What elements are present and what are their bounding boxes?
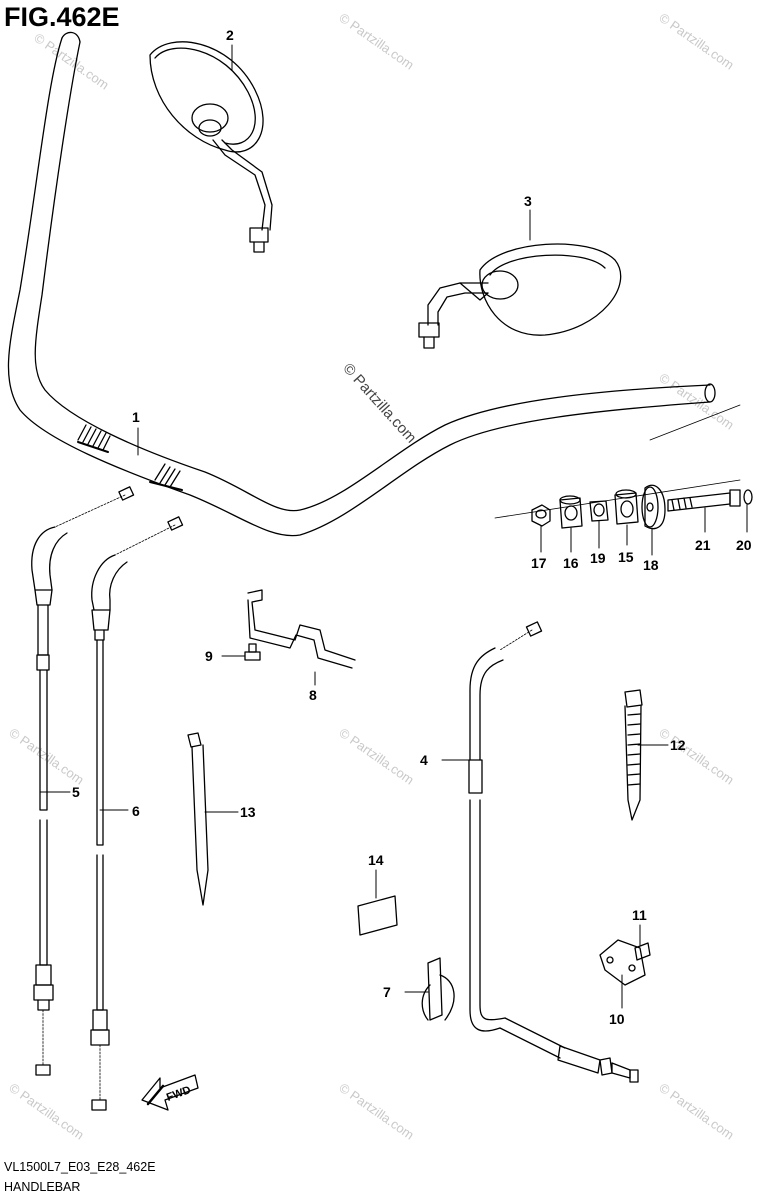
- mirror-left-part[interactable]: [149, 41, 273, 253]
- cable-tie-part-12[interactable]: [624, 689, 643, 821]
- leader-lines: [39, 44, 748, 1009]
- bracket-part-10[interactable]: [599, 939, 646, 986]
- washer-part-20[interactable]: [743, 489, 753, 505]
- bolt-part-21[interactable]: [667, 489, 741, 512]
- callout-5: 5: [72, 784, 80, 800]
- bolt-part-11[interactable]: [634, 942, 651, 961]
- nut-part-17[interactable]: [531, 504, 551, 527]
- callout-16: 16: [563, 555, 579, 571]
- section-name: HANDLEBAR: [4, 1180, 81, 1194]
- callout-2: 2: [226, 27, 234, 43]
- callout-14: 14: [368, 852, 384, 868]
- callout-15: 15: [618, 549, 634, 565]
- end-weight-axis: [494, 404, 741, 519]
- figure-title: FIG.462E: [4, 2, 120, 32]
- mirror-right-part[interactable]: [418, 243, 622, 349]
- callout-21: 21: [695, 537, 711, 553]
- callouts: 1 2 3 4 5 6 7 8 9 10 11 12 13 14 15 16 1…: [72, 27, 752, 1027]
- callout-4: 4: [420, 752, 428, 768]
- throttle-cable-part-6[interactable]: [90, 516, 184, 1111]
- clutch-cable-part-4[interactable]: [468, 621, 639, 1083]
- callout-8: 8: [309, 687, 317, 703]
- callout-11: 11: [632, 907, 647, 923]
- callout-3: 3: [524, 193, 532, 209]
- callout-9: 9: [205, 648, 213, 664]
- callout-1: 1: [132, 409, 140, 425]
- collar-part-16[interactable]: [559, 495, 583, 529]
- callout-20: 20: [736, 537, 752, 553]
- callout-6: 6: [132, 803, 140, 819]
- cable-guide-part-8[interactable]: [247, 589, 356, 669]
- throttle-cable-part-5[interactable]: [31, 486, 135, 1076]
- callout-19: 19: [590, 550, 606, 566]
- callout-17: 17: [531, 555, 547, 571]
- callout-13: 13: [240, 804, 256, 820]
- callout-7: 7: [383, 984, 391, 1000]
- fwd-arrow-icon: [141, 1074, 199, 1111]
- callout-12: 12: [670, 737, 686, 753]
- handlebar-part[interactable]: [7, 31, 716, 537]
- cable-tie-part-13[interactable]: [187, 732, 209, 906]
- washer-part-19[interactable]: [589, 500, 609, 522]
- balancer-part-18[interactable]: [641, 484, 666, 530]
- callout-18: 18: [643, 557, 659, 573]
- cushion-part-15[interactable]: [614, 489, 639, 525]
- callout-10: 10: [609, 1011, 625, 1027]
- clamp-part-7[interactable]: [421, 957, 455, 1021]
- label-part-14[interactable]: [357, 895, 398, 936]
- model-code: VL1500L7_E03_E28_462E: [4, 1160, 156, 1174]
- bolt-part-9[interactable]: [244, 643, 261, 661]
